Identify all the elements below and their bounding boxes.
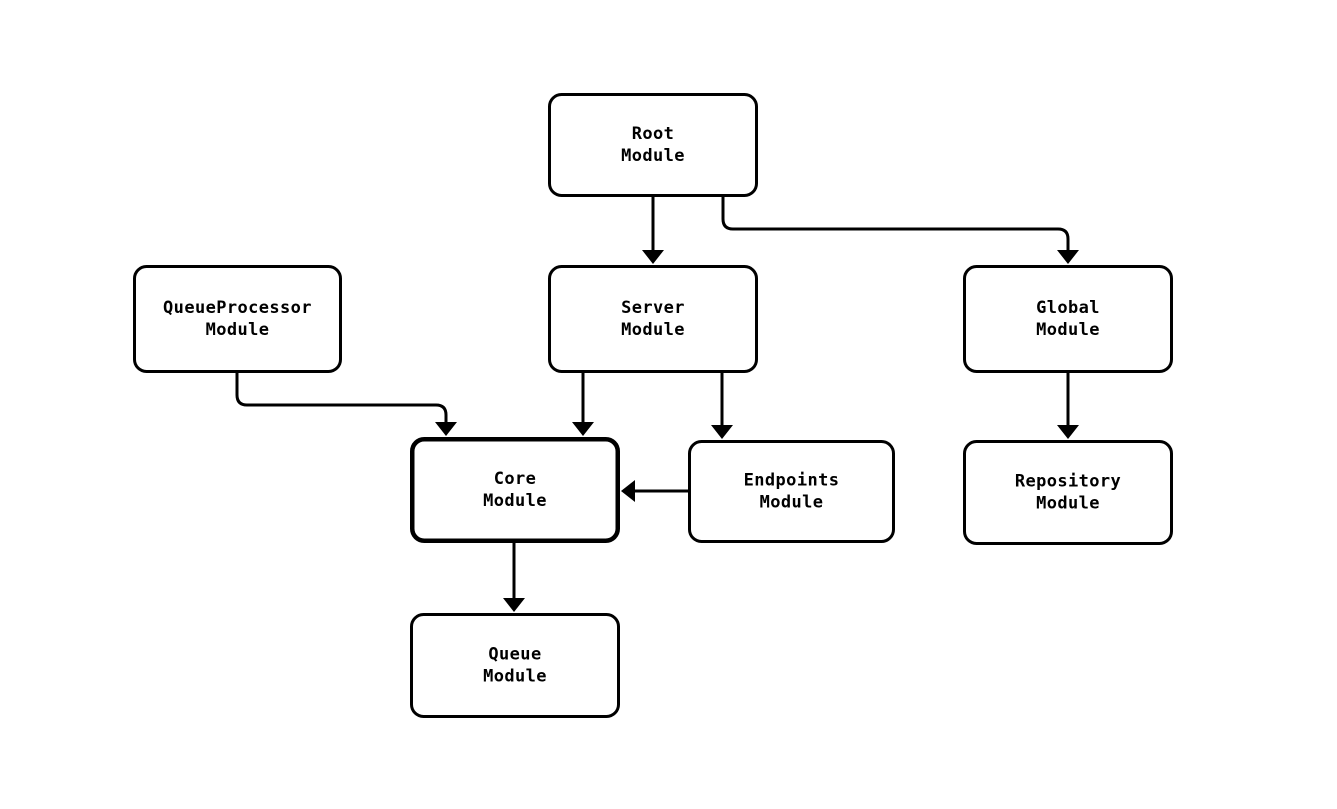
endpoints-module-node-line2: Module <box>760 493 824 513</box>
edge-root-to-global-arrowhead <box>1057 250 1079 264</box>
global-module-node-shape[interactable] <box>963 265 1173 373</box>
edge-core-to-queue <box>503 543 525 612</box>
repository-module-node-line1: Repository <box>1015 472 1121 492</box>
edge-server-to-endpoints <box>711 373 733 439</box>
core-module-node-line2: Module <box>483 491 547 511</box>
edge-server-to-core <box>572 373 594 436</box>
queue-module-node-shape[interactable] <box>410 613 620 718</box>
root-module-node-shape[interactable] <box>548 93 758 197</box>
queueprocessor-module-node-line2: Module <box>206 320 270 340</box>
edge-root-to-global-line <box>721 197 1070 252</box>
edges-layer <box>235 197 1079 612</box>
edge-global-to-repository-arrowhead <box>1057 425 1079 439</box>
edge-server-to-core-arrowhead <box>572 422 594 436</box>
edge-root-to-server-arrowhead <box>642 250 664 264</box>
endpoints-module-node-shape[interactable] <box>688 440 895 543</box>
root-module-node-line2: Module <box>621 146 685 166</box>
root-module-node-line1: Root <box>632 124 675 144</box>
repository-module-node-shape[interactable] <box>963 440 1173 545</box>
edge-queueprocessor-to-core-arrowhead <box>435 422 457 436</box>
queue-module-node-line2: Module <box>483 667 547 687</box>
edge-global-to-repository <box>1057 373 1079 439</box>
queueprocessor-module-node-shape[interactable] <box>133 265 342 373</box>
nodes-layer: RootModuleQueueProcessorModuleServerModu… <box>133 93 1173 718</box>
endpoints-module-node-line1: Endpoints <box>744 471 840 491</box>
edge-queueprocessor-to-core-line <box>235 373 448 424</box>
edge-endpoints-to-core <box>621 480 688 502</box>
core-module-node-shape[interactable] <box>410 437 620 543</box>
edge-root-to-server <box>642 197 664 264</box>
edge-core-to-queue-arrowhead <box>503 598 525 612</box>
global-module-node-line1: Global <box>1036 298 1100 318</box>
edge-queueprocessor-to-core <box>235 373 457 436</box>
server-module-node-line2: Module <box>621 320 685 340</box>
server-module-node-line1: Server <box>621 298 685 318</box>
edge-root-to-global <box>721 197 1079 264</box>
server-module-node-shape[interactable] <box>548 265 758 373</box>
repository-module-node-line2: Module <box>1036 494 1100 514</box>
queueprocessor-module-node-line1: QueueProcessor <box>163 298 312 318</box>
global-module-node-line2: Module <box>1036 320 1100 340</box>
edge-endpoints-to-core-arrowhead <box>621 480 635 502</box>
queue-module-node-line1: Queue <box>488 645 541 665</box>
core-module-node-line1: Core <box>494 469 537 489</box>
edge-server-to-endpoints-arrowhead <box>711 425 733 439</box>
